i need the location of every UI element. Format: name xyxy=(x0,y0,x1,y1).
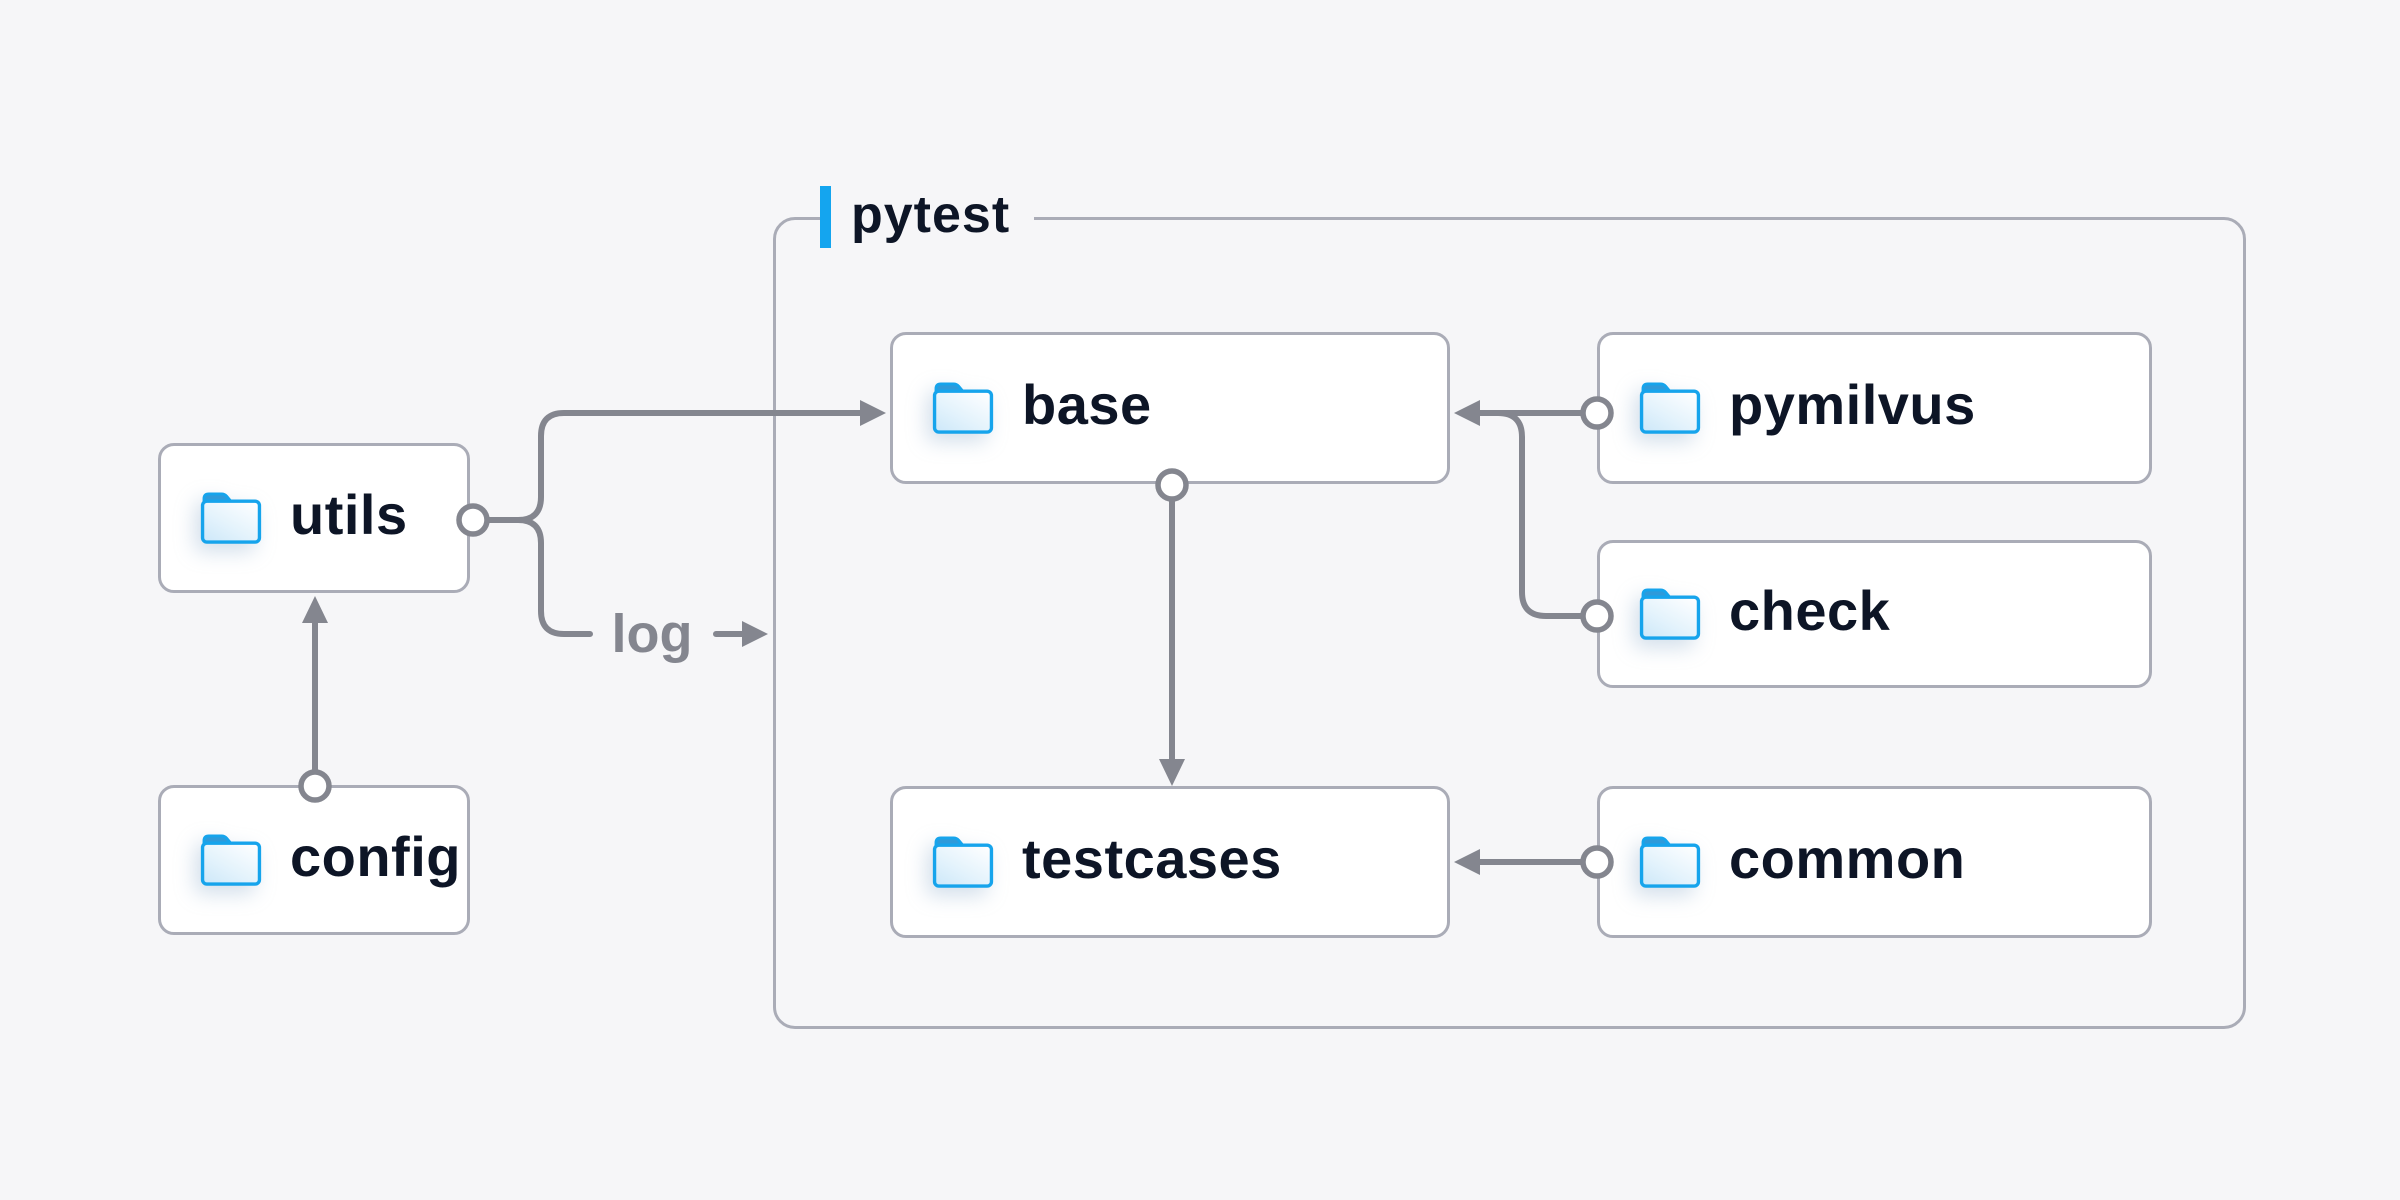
folder-icon xyxy=(931,835,995,889)
node-label: config xyxy=(290,825,461,888)
folder-icon xyxy=(1638,587,1702,641)
folder-icon xyxy=(1638,835,1702,889)
pytest-group-box xyxy=(773,217,2246,1029)
node-common: common xyxy=(1597,786,2152,938)
node-config: config xyxy=(158,785,470,935)
node-label: base xyxy=(1022,373,1152,436)
folder-icon xyxy=(199,491,263,545)
node-check: check xyxy=(1597,540,2152,688)
log-edge-label: log xyxy=(611,604,693,664)
folder-icon xyxy=(1638,381,1702,435)
node-label: testcases xyxy=(1022,827,1282,890)
accent-bar-icon xyxy=(820,186,831,248)
folder-icon xyxy=(931,381,995,435)
node-label: utils xyxy=(290,483,408,546)
node-pymilvus: pymilvus xyxy=(1597,332,2152,484)
node-testcases: testcases xyxy=(890,786,1450,938)
node-utils: utils xyxy=(158,443,470,593)
pytest-group-label: pytest xyxy=(820,186,1035,248)
node-base: base xyxy=(890,332,1450,484)
pytest-label-text: pytest xyxy=(851,186,1011,244)
edge-config-utils xyxy=(298,596,332,803)
node-label: check xyxy=(1729,579,1891,642)
node-label: common xyxy=(1729,827,1966,890)
folder-icon xyxy=(199,833,263,887)
node-label: pymilvus xyxy=(1729,373,1976,436)
